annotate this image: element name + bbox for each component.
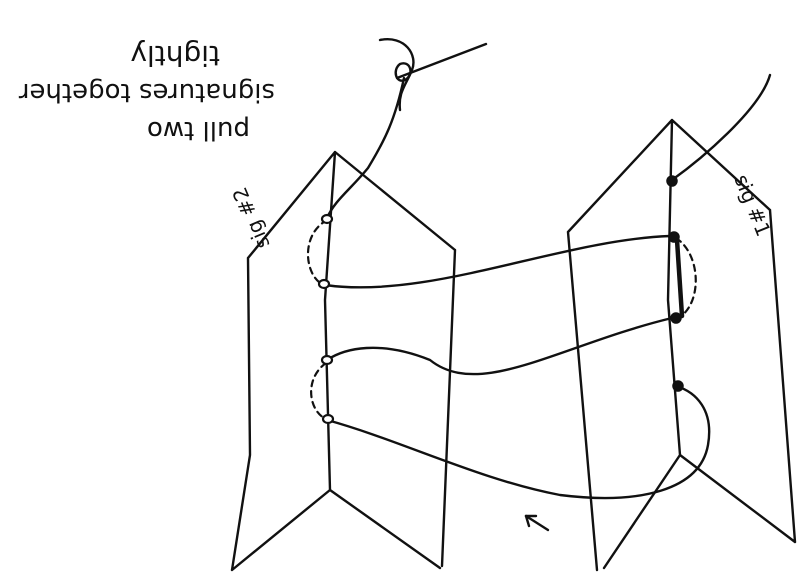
instruction-note: pull two signatures together tightly bbox=[18, 39, 275, 145]
thread-kettle-dash-bottom bbox=[310, 361, 328, 420]
hole-sig2-3 bbox=[320, 354, 334, 366]
thread-return-long bbox=[325, 384, 711, 500]
thread-needle-to-hole bbox=[325, 76, 406, 220]
thread-stitch-bold bbox=[674, 237, 685, 319]
hole-sig1-2 bbox=[668, 231, 680, 243]
signature-2-outline bbox=[230, 150, 457, 572]
needle-eye bbox=[394, 62, 412, 82]
hole-sig2-4 bbox=[321, 413, 335, 425]
note-line-tightly: tightly bbox=[130, 39, 220, 72]
thread-cross-lower bbox=[325, 316, 674, 376]
signature-1: sig #1 bbox=[566, 118, 797, 572]
thread-tail-to-sig1 bbox=[670, 73, 772, 182]
note-line-signatures-together: signatures together bbox=[18, 77, 275, 107]
hole-sig1-1 bbox=[666, 175, 678, 187]
hole-sig1-4 bbox=[672, 380, 684, 392]
note-line-pull-two: pull two bbox=[147, 115, 250, 145]
signature-2: sig #2 bbox=[227, 150, 457, 572]
thread-kettle-dash-top bbox=[306, 218, 329, 286]
thread-kettle-dash-right bbox=[674, 236, 697, 320]
signature-1-outline bbox=[566, 118, 797, 572]
hole-sig2-1 bbox=[320, 213, 334, 225]
sewing-holes bbox=[317, 175, 684, 425]
sewing-thread bbox=[306, 73, 772, 500]
thread-loop bbox=[378, 38, 415, 112]
signature-2-label: sig #2 bbox=[227, 184, 274, 253]
thread-cross-upper bbox=[323, 234, 672, 289]
direction-arrow-icon bbox=[524, 514, 550, 532]
needle-icon bbox=[378, 38, 488, 112]
signature-1-label: sig #1 bbox=[729, 171, 775, 240]
hole-sig2-2 bbox=[317, 278, 331, 290]
hole-sig1-3 bbox=[670, 312, 682, 324]
